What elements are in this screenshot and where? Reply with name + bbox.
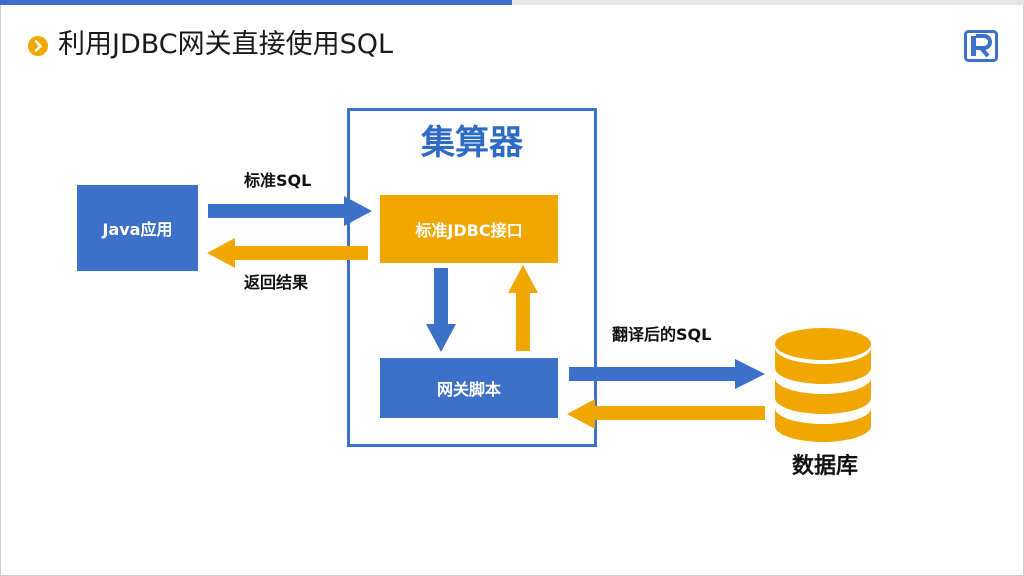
database-label: 数据库: [791, 454, 858, 479]
label-translated-sql: 翻译后的SQL: [612, 325, 712, 344]
chevron-right-icon: [28, 36, 48, 56]
jdbc-interface-node: 标准JDBC接口: [380, 195, 558, 263]
esproc-container-title: 集算器: [421, 123, 523, 163]
label-return-result: 返回结果: [244, 273, 309, 292]
gateway-script-node: 网关脚本: [380, 358, 558, 418]
slide-progress-fill: [0, 0, 512, 5]
label-standard-sql: 标准SQL: [244, 171, 312, 190]
esproc-container: [347, 108, 597, 447]
r-logo-icon: [964, 30, 998, 62]
slide-title: 利用JDBC网关直接使用SQL: [58, 29, 394, 60]
arrow-jdbc-to-java: [207, 238, 368, 268]
arrow-java-to-jdbc: [208, 196, 372, 226]
slide-progress-track: [0, 0, 1024, 5]
database-cylinder-icon: [775, 328, 871, 442]
arrow-jdbc-to-gateway: [426, 268, 456, 352]
arrow-gateway-to-db: [569, 359, 765, 389]
jdbc-interface-label: 标准JDBC接口: [415, 221, 523, 240]
java-app-node: Java应用: [77, 185, 198, 271]
java-app-label: Java应用: [102, 220, 173, 239]
arrow-db-to-gateway: [567, 399, 765, 429]
arrow-gateway-to-jdbc: [508, 265, 538, 351]
gateway-script-label: 网关脚本: [436, 380, 501, 399]
